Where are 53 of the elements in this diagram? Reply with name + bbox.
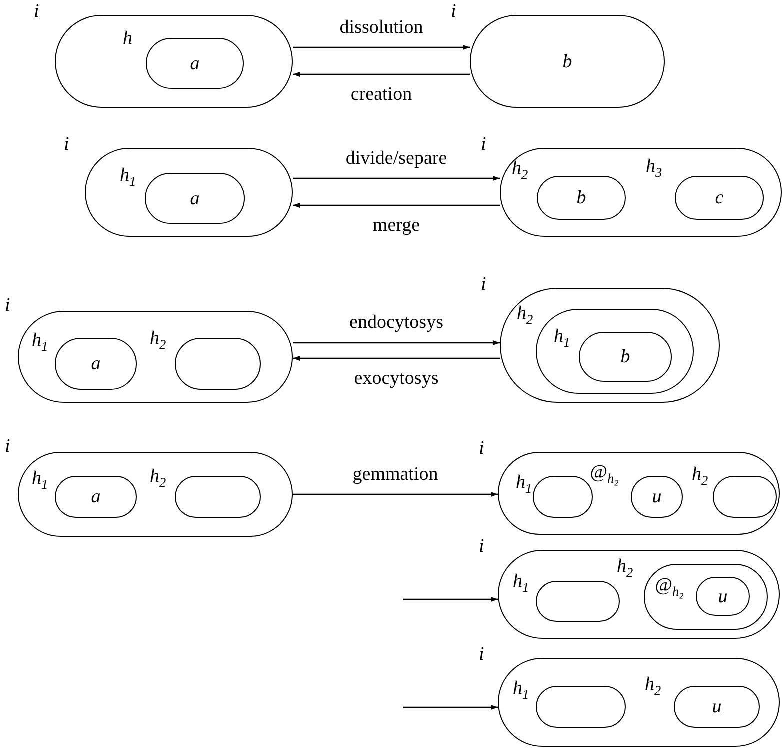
edge-label: dissolution (338, 18, 426, 36)
object-label: a (190, 189, 200, 208)
object-label: c (715, 188, 724, 208)
membrane-label: i (64, 135, 70, 154)
membrane-label: h$_{1}$ (513, 679, 530, 702)
membrane-label: h (123, 29, 132, 48)
membrane-label: h$_{2}$ (512, 159, 528, 182)
membrane-label: i (5, 296, 10, 315)
membrane-label: h$_{2}$ (617, 557, 634, 580)
membrane-label: h$_{1}$ (32, 469, 48, 492)
arrow (293, 45, 470, 50)
edge-label: gemmation (350, 464, 440, 484)
object-label: b (576, 188, 586, 208)
object-label: b (620, 348, 630, 366)
membrane-label: i (34, 2, 40, 21)
membrane-label: h$_{2}$ (645, 675, 662, 698)
edge-label: creation (348, 84, 414, 104)
membrane-label: i (479, 439, 484, 458)
membrane-label: i (5, 437, 10, 456)
membrane-label: h$_{2}$ (692, 465, 708, 488)
membrane-label: i (481, 275, 486, 294)
membrane-label: h$_{1}$ (120, 166, 136, 188)
arrow (293, 356, 500, 361)
membrane-label: @$_{h₂}$ (655, 576, 684, 598)
membrane-label: @$_{h₂}$ (590, 463, 619, 486)
membrane-label: h$_{1}$ (513, 572, 530, 594)
edge-label: divide/separe (344, 148, 450, 168)
object-label: u (712, 698, 722, 716)
membrane-label: i (481, 135, 486, 154)
membrane-label: h$_{3}$ (646, 157, 662, 180)
membrane-label: h$_{2}$ (150, 467, 166, 490)
arrow (293, 340, 500, 346)
object-label: u (718, 587, 728, 606)
arrow (403, 597, 498, 602)
membrane-label: h$_{1}$ (32, 331, 48, 354)
edge-label: endocytosys (348, 313, 446, 332)
object-label: b (562, 52, 572, 71)
arrow (293, 492, 498, 497)
membrane-label: i (479, 537, 484, 556)
membrane-label: h$_{1}$ (516, 473, 532, 496)
membrane-label: h$_{2}$ (517, 304, 534, 326)
membrane-label: h$_{1}$ (554, 327, 570, 350)
arrow (403, 705, 498, 710)
membrane-label: i (451, 2, 456, 21)
arrow (293, 176, 500, 181)
membrane-label: h$_{2}$ (150, 329, 166, 352)
object-label: u (652, 488, 662, 506)
arrow (293, 72, 470, 77)
arrow (293, 203, 500, 208)
membrane-label: i (479, 645, 484, 664)
object-label: a (91, 354, 101, 374)
object-label: a (91, 488, 101, 506)
object-label: a (190, 54, 200, 73)
